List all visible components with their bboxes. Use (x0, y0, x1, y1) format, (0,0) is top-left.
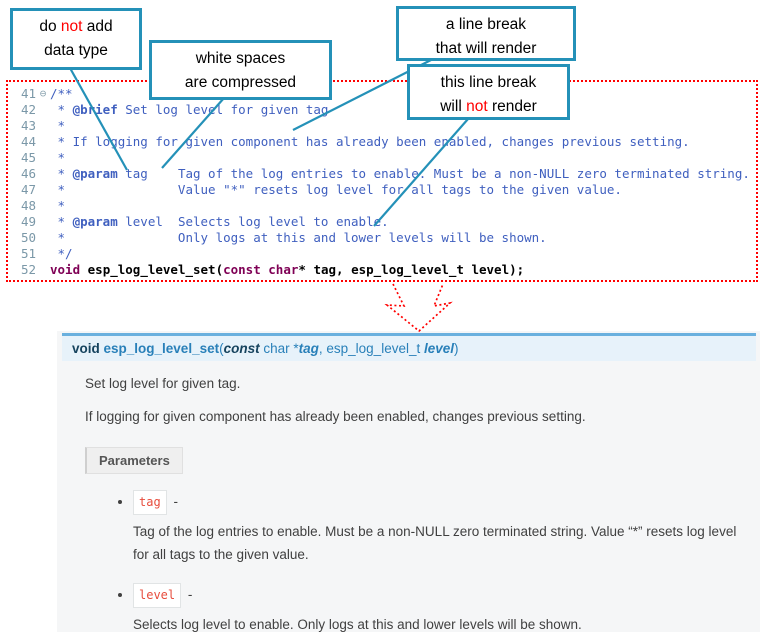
line-number: 51 (20, 246, 36, 261)
code-lines: 41⊖/**42 * @brief Set log level for give… (10, 86, 754, 278)
code-text: * (50, 150, 66, 165)
parameter-description: Selects log level to enable. Only logs a… (133, 617, 582, 632)
fold-gutter (36, 198, 50, 214)
code-text: * Value "*" resets log level for all tag… (50, 182, 622, 197)
code-line: 52 void esp_log_level_set(const char* tag… (10, 262, 754, 278)
parameter-head: tag - (133, 490, 754, 515)
code-text: * @param level Selects log level to enab… (50, 214, 389, 229)
fold-gutter (36, 214, 50, 230)
parameters-heading: Parameters (85, 447, 183, 474)
line-number: 41 (20, 86, 36, 101)
function-signature-text: void esp_log_level_set(const char *tag, … (72, 341, 459, 356)
line-number: 52 (20, 262, 36, 277)
code-text: */ (50, 246, 73, 261)
code-text: * Only logs at this and lower levels wil… (50, 230, 547, 245)
parameter-item: level - Selects log level to enable. Only… (133, 583, 754, 636)
parameter-item: tag - Tag of the log entries to enable. M… (133, 490, 754, 566)
code-line: 49 * @param level Selects log level to e… (10, 214, 754, 230)
collapse-icon: ⊖ (39, 87, 47, 100)
parameter-name: tag (133, 490, 167, 515)
line-number: 42 (20, 102, 36, 117)
fold-gutter (36, 150, 50, 166)
parameters-list: tag - Tag of the log entries to enable. M… (115, 490, 754, 636)
fold-gutter (36, 102, 50, 118)
line-number: 50 (20, 230, 36, 245)
code-text: * If logging for given component has alr… (50, 134, 690, 149)
rendered-documentation: void esp_log_level_set(const char *tag, … (57, 331, 760, 632)
fold-gutter (36, 246, 50, 262)
fold-gutter (36, 230, 50, 246)
parameter-head: level - (133, 583, 754, 608)
brief-description: Set log level for given tag. (85, 376, 241, 391)
fold-gutter (36, 182, 50, 198)
line-number: 48 (20, 198, 36, 213)
function-signature: void esp_log_level_set(const char *tag, … (62, 333, 756, 361)
code-line: 44 * If logging for given component has … (10, 134, 754, 150)
parameter-name: level (133, 583, 182, 608)
fold-gutter (36, 118, 50, 134)
down-arrow-icon (384, 283, 453, 333)
code-line: 48 * (10, 198, 754, 214)
line-number: 43 (20, 118, 36, 133)
code-text: * (50, 118, 66, 133)
line-number: 49 (20, 214, 36, 229)
line-number: 44 (20, 134, 36, 149)
code-text: * @param tag Tag of the log entries to e… (50, 166, 750, 181)
line-number: 46 (20, 166, 36, 181)
fold-gutter (36, 166, 50, 182)
code-line: 42 * @brief Set log level for given tag (10, 102, 754, 118)
code-line: 41⊖/** (10, 86, 754, 102)
code-text: /** (50, 86, 73, 101)
code-line: 51 */ (10, 246, 754, 262)
code-editor-snippet: 41⊖/**42 * @brief Set log level for give… (6, 80, 758, 282)
code-text: * @brief Set log level for given tag (50, 102, 329, 117)
code-text: * (50, 198, 66, 213)
code-line: 45 * (10, 150, 754, 166)
parameter-description: Tag of the log entries to enable. Must b… (133, 524, 737, 562)
detail-description: If logging for given component has alrea… (85, 409, 586, 424)
code-line: 43 * (10, 118, 754, 134)
code-line: 46 * @param tag Tag of the log entries t… (10, 166, 754, 182)
fold-gutter (36, 134, 50, 150)
code-text: void esp_log_level_set(const char* tag, … (50, 262, 525, 277)
code-line: 50 * Only logs at this and lower levels … (10, 230, 754, 246)
line-number: 47 (20, 182, 36, 197)
line-number: 45 (20, 150, 36, 165)
fold-gutter (36, 262, 50, 278)
code-line: 47 * Value "*" resets log level for all … (10, 182, 754, 198)
